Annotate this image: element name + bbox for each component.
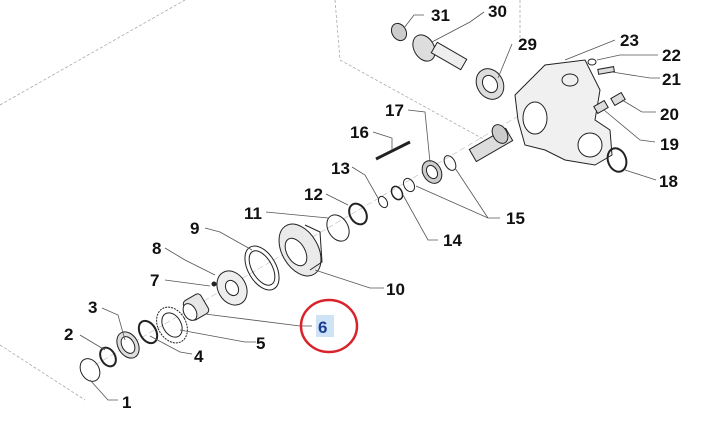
label-20: 20 (660, 105, 679, 124)
label-22: 22 (662, 46, 681, 65)
label-12: 12 (304, 185, 323, 204)
label-17: 17 (385, 101, 404, 120)
part-18-seal (606, 147, 628, 173)
label-10: 10 (386, 280, 405, 299)
part-11-o-ring (326, 214, 350, 242)
part-29-bearing (475, 68, 505, 100)
label-1: 1 (122, 393, 131, 412)
label-14: 14 (443, 231, 462, 250)
part-3-bearing (116, 331, 140, 359)
label-6: 6 (318, 318, 327, 337)
part-13-circlip (377, 195, 389, 209)
part-7-pin (211, 281, 217, 287)
part-9-gasket (244, 245, 280, 291)
part-12-ring (348, 202, 368, 226)
parts-group (79, 22, 628, 382)
label-5: 5 (256, 334, 265, 353)
leader-lines (79, 11, 660, 401)
part-10-housing (278, 223, 323, 277)
label-31: 31 (431, 6, 450, 25)
part-20-plug (610, 91, 626, 107)
label-9: 9 (190, 219, 199, 238)
part-8-cage (216, 270, 248, 306)
label-3: 3 (88, 298, 97, 317)
part-14-washer-b (402, 177, 416, 193)
part-19-screw (593, 99, 609, 115)
part-17-bearing (421, 160, 443, 184)
label-8: 8 (152, 239, 161, 258)
part-14-washer-a (390, 185, 404, 201)
part-4-washer (137, 319, 159, 345)
label-2: 2 (64, 325, 73, 344)
label-19: 19 (660, 135, 679, 154)
part-15-ring (443, 155, 457, 171)
label-4: 4 (194, 347, 204, 366)
label-6-selection (316, 315, 334, 337)
label-15: 15 (506, 209, 525, 228)
label-16: 16 (350, 123, 369, 142)
part-16-pin (375, 140, 411, 161)
part-31-ring (390, 22, 408, 42)
part-21-bolt (597, 66, 615, 75)
label-29: 29 (518, 35, 537, 54)
part-6-pinion-gear (182, 293, 210, 321)
label-18: 18 (659, 172, 678, 191)
label-11: 11 (244, 204, 262, 223)
label-21: 21 (662, 70, 681, 89)
part-labels: 1 2 3 4 5 6 7 8 9 10 11 12 13 14 15 16 1… (64, 2, 681, 412)
label-13: 13 (331, 159, 350, 178)
part-2-ring (99, 346, 117, 368)
part-30-gear-shaft (412, 34, 468, 71)
highlight-circle (299, 298, 359, 354)
label-23: 23 (620, 31, 639, 50)
label-30: 30 (488, 2, 507, 21)
part-1-snap-ring (79, 358, 101, 382)
perspective-frame (0, 0, 521, 401)
part-22-washer (587, 58, 597, 66)
part-23-casing (514, 59, 613, 166)
part-5-gear-plate (156, 306, 188, 344)
part-shaft-gear (468, 124, 514, 163)
label-7: 7 (150, 271, 159, 290)
